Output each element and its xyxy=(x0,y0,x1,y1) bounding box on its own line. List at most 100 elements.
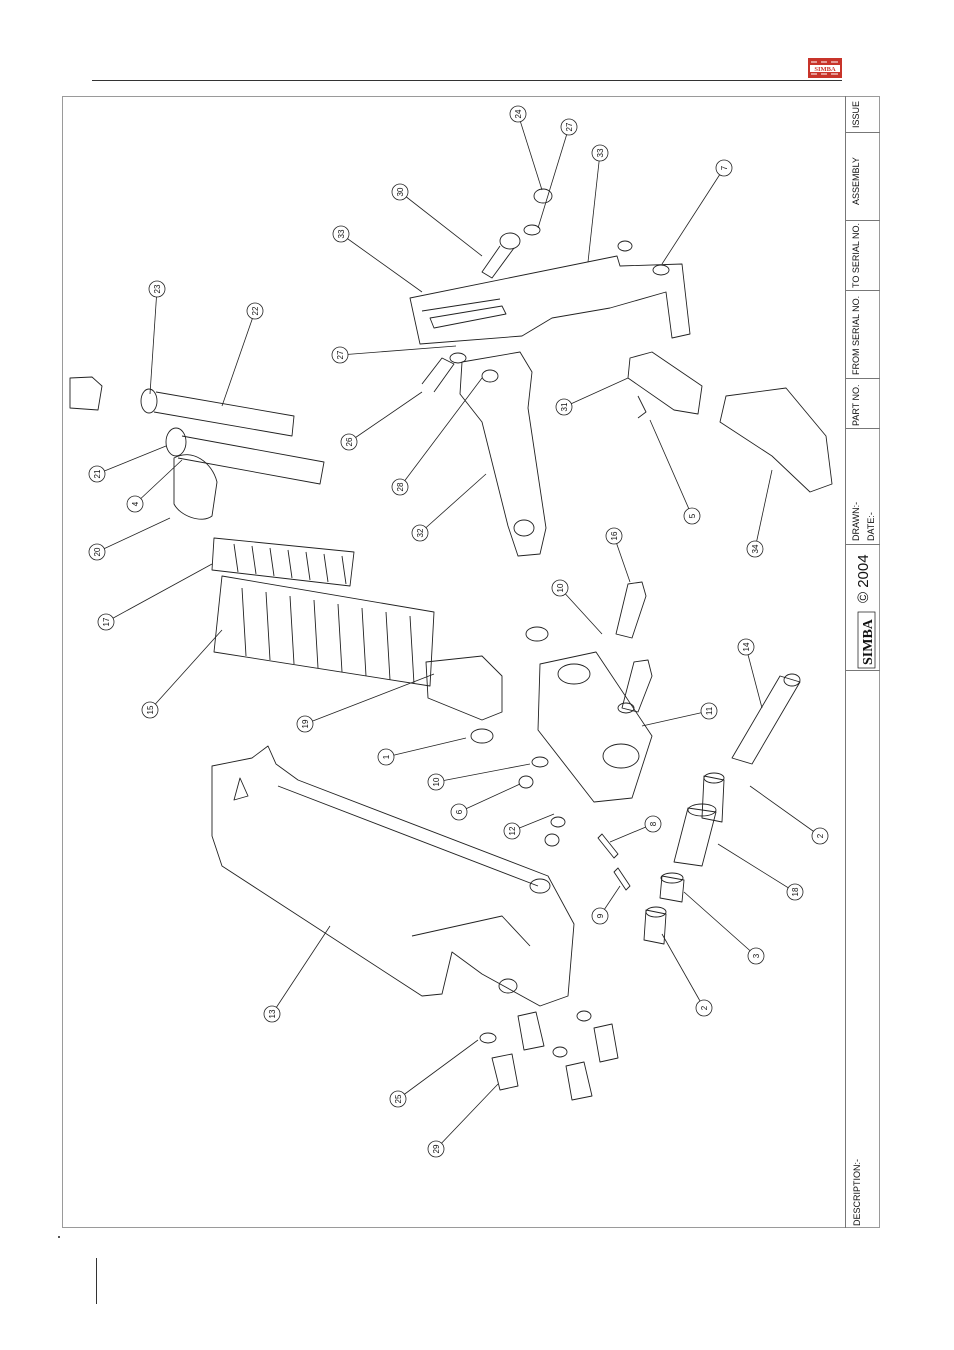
svg-text:13: 13 xyxy=(268,1009,277,1018)
callout-2: 2 xyxy=(696,1000,712,1016)
callout-19: 19 xyxy=(297,716,313,732)
callout-10: 10 xyxy=(428,774,444,790)
washer-25 xyxy=(480,1033,496,1043)
tine-34 xyxy=(720,388,832,492)
callout-33: 33 xyxy=(333,226,349,242)
bush-3 xyxy=(660,876,684,902)
callout-5: 5 xyxy=(684,508,700,524)
callout-33: 33 xyxy=(592,145,608,161)
callout-6: 6 xyxy=(451,804,467,820)
svg-text:32: 32 xyxy=(416,528,425,537)
assembly-label: ASSEMBLY xyxy=(851,157,861,205)
bolt-29c xyxy=(566,1062,592,1100)
svg-text:12: 12 xyxy=(508,826,517,835)
callout-2: 2 xyxy=(812,828,828,844)
svg-text:5: 5 xyxy=(688,513,697,518)
svg-text:19: 19 xyxy=(301,719,310,728)
part-no-label: PART NO. xyxy=(851,384,861,426)
drawn-label: DRAWN:- xyxy=(851,502,861,541)
svg-text:6: 6 xyxy=(455,809,464,814)
svg-text:2: 2 xyxy=(700,1005,709,1010)
svg-text:26: 26 xyxy=(345,437,354,446)
callout-23: 23 xyxy=(149,281,165,297)
svg-text:8: 8 xyxy=(649,821,658,826)
bush-21 xyxy=(166,428,186,456)
header-rule xyxy=(92,80,842,81)
tube-18 xyxy=(674,808,716,866)
bush-2b xyxy=(644,910,666,944)
svg-text:9: 9 xyxy=(596,913,605,918)
callout-20: 20 xyxy=(89,544,105,560)
callout-9: 9 xyxy=(592,908,608,924)
to-serial-label: TO SERIAL NO. xyxy=(851,223,861,288)
nut-7 xyxy=(653,265,669,275)
svg-text:31: 31 xyxy=(560,402,569,411)
bolt-16 xyxy=(616,582,646,638)
callout-12: 12 xyxy=(504,823,520,839)
callout-26: 26 xyxy=(341,434,357,450)
svg-text:33: 33 xyxy=(337,229,346,238)
svg-text:10: 10 xyxy=(556,583,565,592)
callout-22: 22 xyxy=(247,303,263,319)
exploded-parts-drawing: 2427333073323222726283153234214201716101… xyxy=(62,96,845,1228)
nut-6 xyxy=(519,776,533,788)
simba-logo: SIMBA xyxy=(808,58,842,78)
svg-text:2: 2 xyxy=(816,833,825,838)
part-callouts: 2427333073323222726283153234214201716101… xyxy=(89,106,828,1157)
pin-8 xyxy=(598,834,618,858)
adjuster-plate-33 xyxy=(410,256,690,344)
callout-15: 15 xyxy=(142,702,158,718)
bolt-29b xyxy=(518,1012,544,1050)
callout-18: 18 xyxy=(787,884,803,900)
svg-text:1: 1 xyxy=(382,754,391,759)
svg-text:SIMBA: SIMBA xyxy=(861,618,876,665)
svg-text:22: 22 xyxy=(251,306,260,315)
footer-mark xyxy=(58,1236,60,1238)
callout-11: 11 xyxy=(701,703,717,719)
svg-text:25: 25 xyxy=(394,1094,403,1103)
callout-13: 13 xyxy=(264,1006,280,1022)
spring-15 xyxy=(214,576,434,686)
callout-30: 30 xyxy=(392,184,408,200)
washer-27 xyxy=(450,353,466,363)
svg-text:34: 34 xyxy=(751,544,760,553)
copyright-text: © 2004 xyxy=(855,554,872,603)
svg-text:29: 29 xyxy=(432,1144,441,1153)
callout-32: 32 xyxy=(412,525,428,541)
svg-text:17: 17 xyxy=(102,617,111,626)
svg-text:30: 30 xyxy=(396,187,405,196)
callout-1: 1 xyxy=(378,749,394,765)
callout-7: 7 xyxy=(716,160,732,176)
svg-text:27: 27 xyxy=(336,350,345,359)
bolt-29a xyxy=(492,1054,518,1090)
pivot-11 xyxy=(538,652,652,802)
svg-text:23: 23 xyxy=(153,284,162,293)
svg-text:10: 10 xyxy=(432,777,441,786)
pin-14 xyxy=(732,676,800,764)
svg-text:3: 3 xyxy=(752,953,761,958)
bolt-29d xyxy=(594,1024,618,1062)
svg-text:16: 16 xyxy=(610,531,619,540)
svg-text:28: 28 xyxy=(396,482,405,491)
svg-text:15: 15 xyxy=(146,705,155,714)
pivot-19 xyxy=(426,656,502,720)
svg-text:20: 20 xyxy=(93,547,102,556)
clamp-31 xyxy=(628,352,702,414)
svg-text:SIMBA: SIMBA xyxy=(814,66,836,73)
callout-16: 16 xyxy=(606,528,622,544)
knob-30 xyxy=(500,233,520,249)
issue-label: ISSUE xyxy=(851,101,861,128)
callout-17: 17 xyxy=(98,614,114,630)
svg-text:33: 33 xyxy=(596,148,605,157)
svg-text:18: 18 xyxy=(791,887,800,896)
callout-21: 21 xyxy=(89,466,105,482)
pin-9 xyxy=(614,868,630,890)
callout-27: 27 xyxy=(561,119,577,135)
footer-rule xyxy=(96,1258,97,1304)
svg-text:11: 11 xyxy=(705,706,714,715)
svg-text:14: 14 xyxy=(742,642,751,651)
svg-text:24: 24 xyxy=(514,109,523,118)
description-label: DESCRIPTION:- xyxy=(852,1159,862,1226)
callout-4: 4 xyxy=(127,496,143,512)
bush-1 xyxy=(471,729,493,743)
